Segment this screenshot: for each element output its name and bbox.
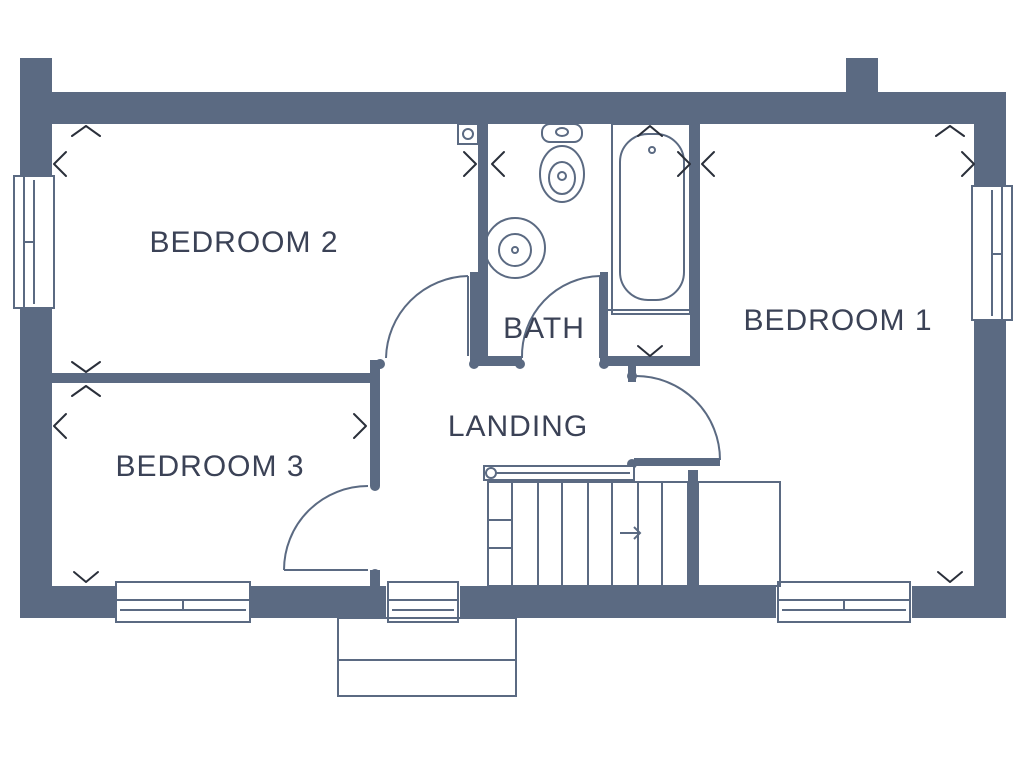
staircase [483,465,781,587]
left-chimney-stub [20,58,52,98]
chevron-marker [71,361,101,373]
basin-icon [484,217,546,279]
chevron-marker [353,413,367,439]
room-labels: BEDROOM 2 BEDROOM 3 BATH LANDING BEDROOM… [115,226,932,483]
door-bedroom-2 [385,275,469,359]
wall-bath-bottom-right [600,356,700,366]
chevron-marker [677,151,691,177]
wall-bath-landing-stub [470,272,480,364]
wall-stair-top [634,458,720,466]
chevron-marker [71,385,101,397]
interior-walls [52,124,720,588]
chevron-marker [637,125,663,137]
wall-bed2-bed3 [52,373,376,383]
wall-bath-door-jamb [600,272,608,364]
toilet-icon [539,123,585,203]
window-bedroom-1 [970,185,1014,321]
chevron-marker [961,151,975,177]
top-wall [20,92,1006,124]
left-wall [20,92,52,618]
room-label-bedroom-2: BEDROOM 2 [149,226,338,259]
wall-bed2-bath [478,124,488,364]
door-bath [520,275,601,359]
porch-canopy [337,617,517,697]
wall-bath-bed1 [690,124,700,366]
wall-bed2-landing-lower [370,360,380,486]
chevron-marker [71,125,101,137]
chevron-marker [463,151,477,177]
chevron-marker [73,571,99,583]
boiler-cupboard [457,123,479,145]
chevron-marker [701,151,715,177]
bathtub-icon [611,123,691,315]
door-bedroom-1 [635,375,721,461]
stair-direction-arrow-icon [620,526,642,540]
chevron-marker [937,571,963,583]
wall-stair-right [688,470,698,588]
window-bedroom-3 [115,580,251,624]
wall-bath-bottom-left [470,356,522,366]
room-label-bedroom-1: BEDROOM 1 [743,304,932,337]
doors [283,275,721,571]
chevron-marker [53,151,67,177]
windows [12,175,1014,624]
room-label-bath: BATH [503,312,585,345]
right-wall [974,92,1006,618]
chevron-marker [637,345,663,357]
window-landing [386,580,460,624]
chevron-marker [491,151,505,177]
window-bedroom-1-front [776,580,912,624]
bathroom-fixtures [457,123,691,315]
door-bedroom-3 [283,485,369,571]
chevron-marker [935,125,965,137]
dimension-markers [53,125,975,583]
room-label-landing: LANDING [448,410,588,443]
right-chimney-stub [846,58,878,98]
chevron-marker [53,413,67,439]
window-bedroom-2 [12,175,56,309]
stair-cupboard [697,481,781,587]
room-label-bedroom-3: BEDROOM 3 [115,450,304,483]
